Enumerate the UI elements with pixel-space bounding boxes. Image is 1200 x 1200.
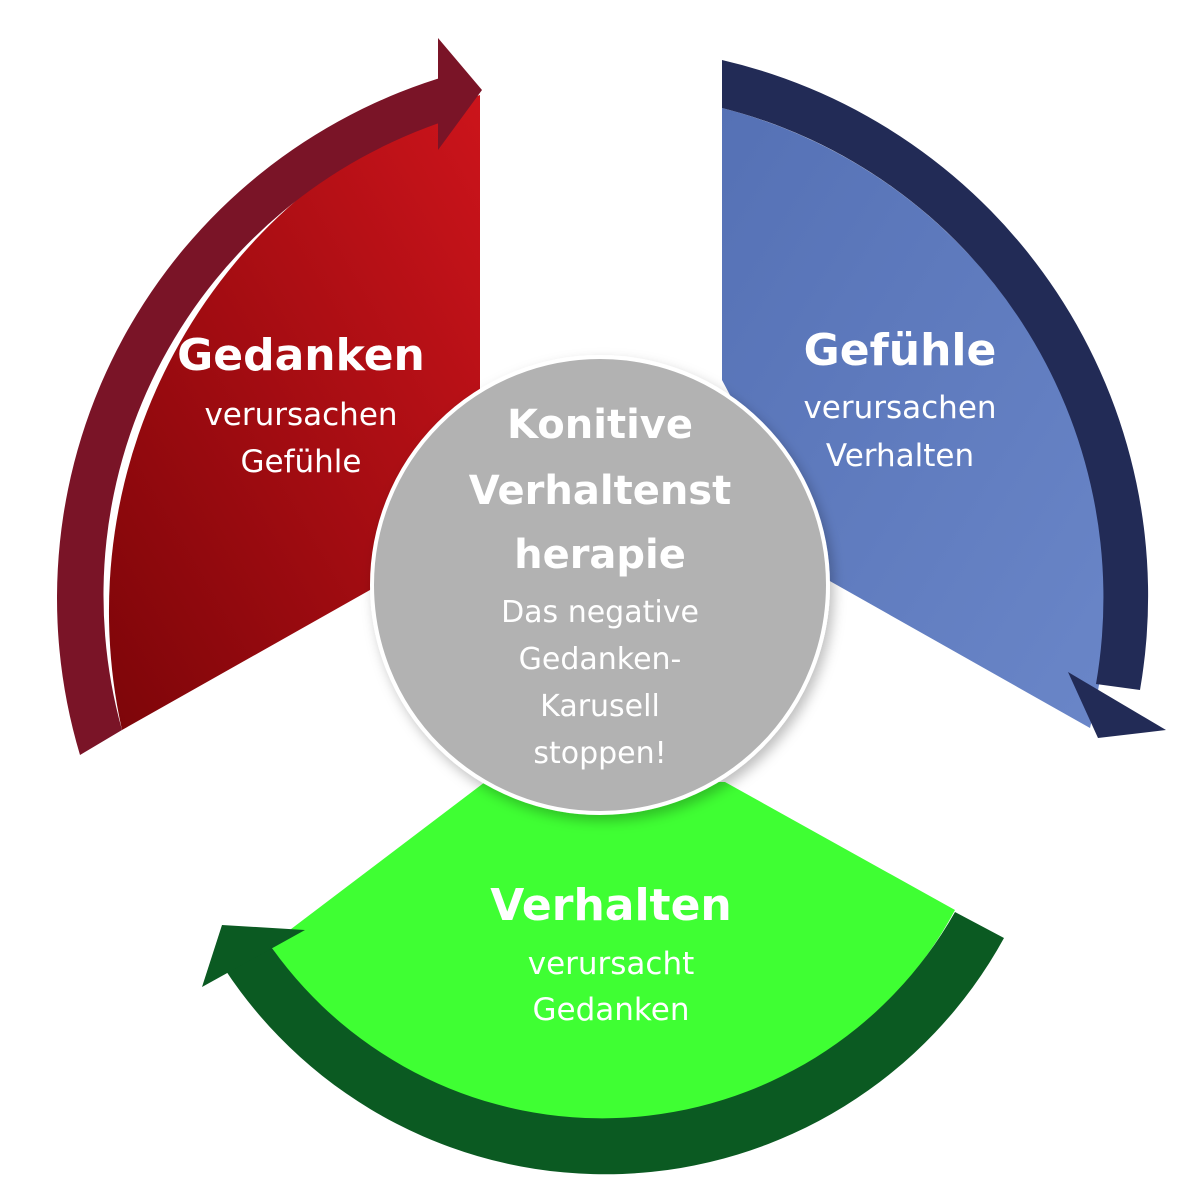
behavior-line1: verursacht [528, 946, 695, 982]
feelings-arrow-head-icon [1068, 672, 1166, 738]
feelings-title: Gefühle [804, 325, 997, 376]
center-sub-line3: Karusell [540, 689, 660, 724]
thoughts-arrow-band [57, 75, 450, 755]
behavior-line2: Gedanken [533, 992, 690, 1028]
center-sub-line1: Das negative [501, 595, 699, 630]
behavior-arrow-head-icon [202, 925, 305, 987]
center-circle [370, 355, 830, 815]
behavior-arrow-band [224, 912, 1004, 1175]
thoughts-line1: verursachen [204, 397, 397, 433]
segment-behavior-body [270, 782, 955, 1122]
segment-behavior [202, 782, 1004, 1175]
center-sub-line2: Gedanken- [519, 642, 682, 677]
segment-feelings-body [722, 108, 1106, 728]
center-sub-line4: stoppen! [533, 736, 666, 771]
segment-thoughts [57, 38, 482, 755]
feelings-arrow-band [722, 60, 1149, 690]
behavior-title: Verhalten [490, 880, 731, 931]
thoughts-title: Gedanken [177, 330, 425, 381]
segment-thoughts-body [108, 95, 480, 730]
center-title-line2: Verhaltenst [469, 468, 731, 514]
thoughts-arrow-head-icon [438, 38, 482, 150]
feelings-line1: verursachen [803, 390, 996, 426]
thoughts-line2: Gefühle [241, 444, 362, 480]
center-title-line1: Konitive [507, 402, 693, 448]
feelings-line2: Verhalten [826, 438, 974, 474]
center-title-line3: herapie [514, 532, 686, 578]
segment-feelings [722, 60, 1166, 738]
